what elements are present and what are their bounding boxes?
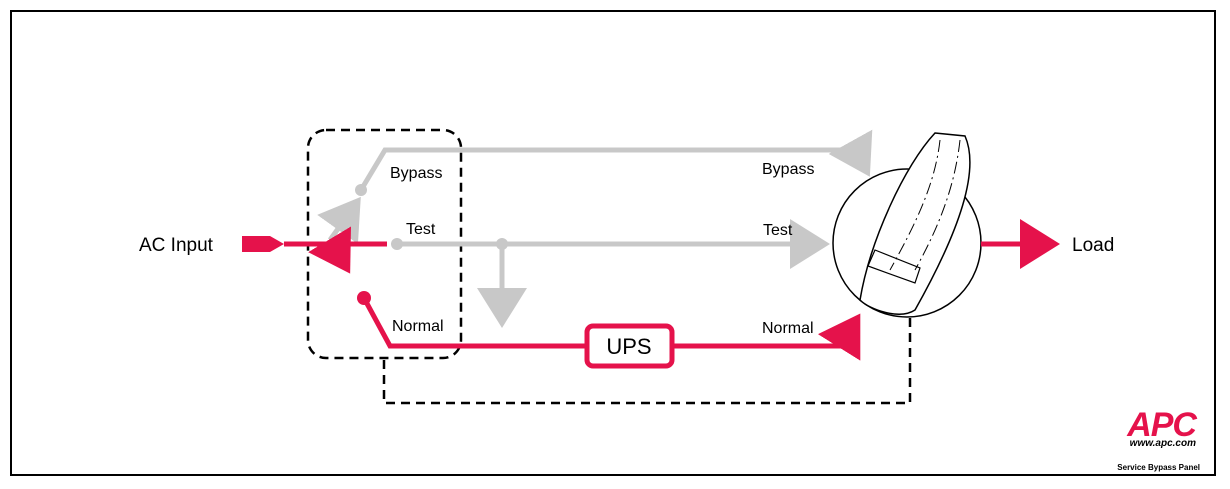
- normal-line-to-ups: [361, 296, 585, 349]
- apc-logo: APC: [1127, 406, 1197, 444]
- normal-branch-arrow: [308, 226, 352, 274]
- bypass-line: [358, 129, 873, 192]
- mechanical-link-dashed-line: [382, 313, 912, 405]
- switch-bypass-label: Bypass: [390, 165, 442, 182]
- normal-line-to-switch: [672, 313, 861, 361]
- output-bypass-label: Bypass: [762, 161, 814, 178]
- bypass-branch-arrow: [317, 196, 361, 244]
- ac-input-label: AC Input: [139, 235, 214, 256]
- switch-normal-label: Normal: [392, 318, 444, 335]
- bypass-switch-node: [355, 184, 367, 196]
- ups-label: UPS: [606, 334, 651, 359]
- output-test-label: Test: [763, 222, 793, 239]
- test-switch-node: [391, 238, 403, 250]
- load-label: Load: [1072, 235, 1114, 256]
- output-normal-label: Normal: [762, 320, 814, 337]
- rotary-switch-knob: [859, 132, 971, 315]
- apc-url: www.apc.com: [1129, 438, 1196, 449]
- ac-input-plug: [242, 236, 284, 252]
- diagram-caption: Service Bypass Panel: [1117, 463, 1200, 472]
- switch-test-label: Test: [406, 221, 436, 238]
